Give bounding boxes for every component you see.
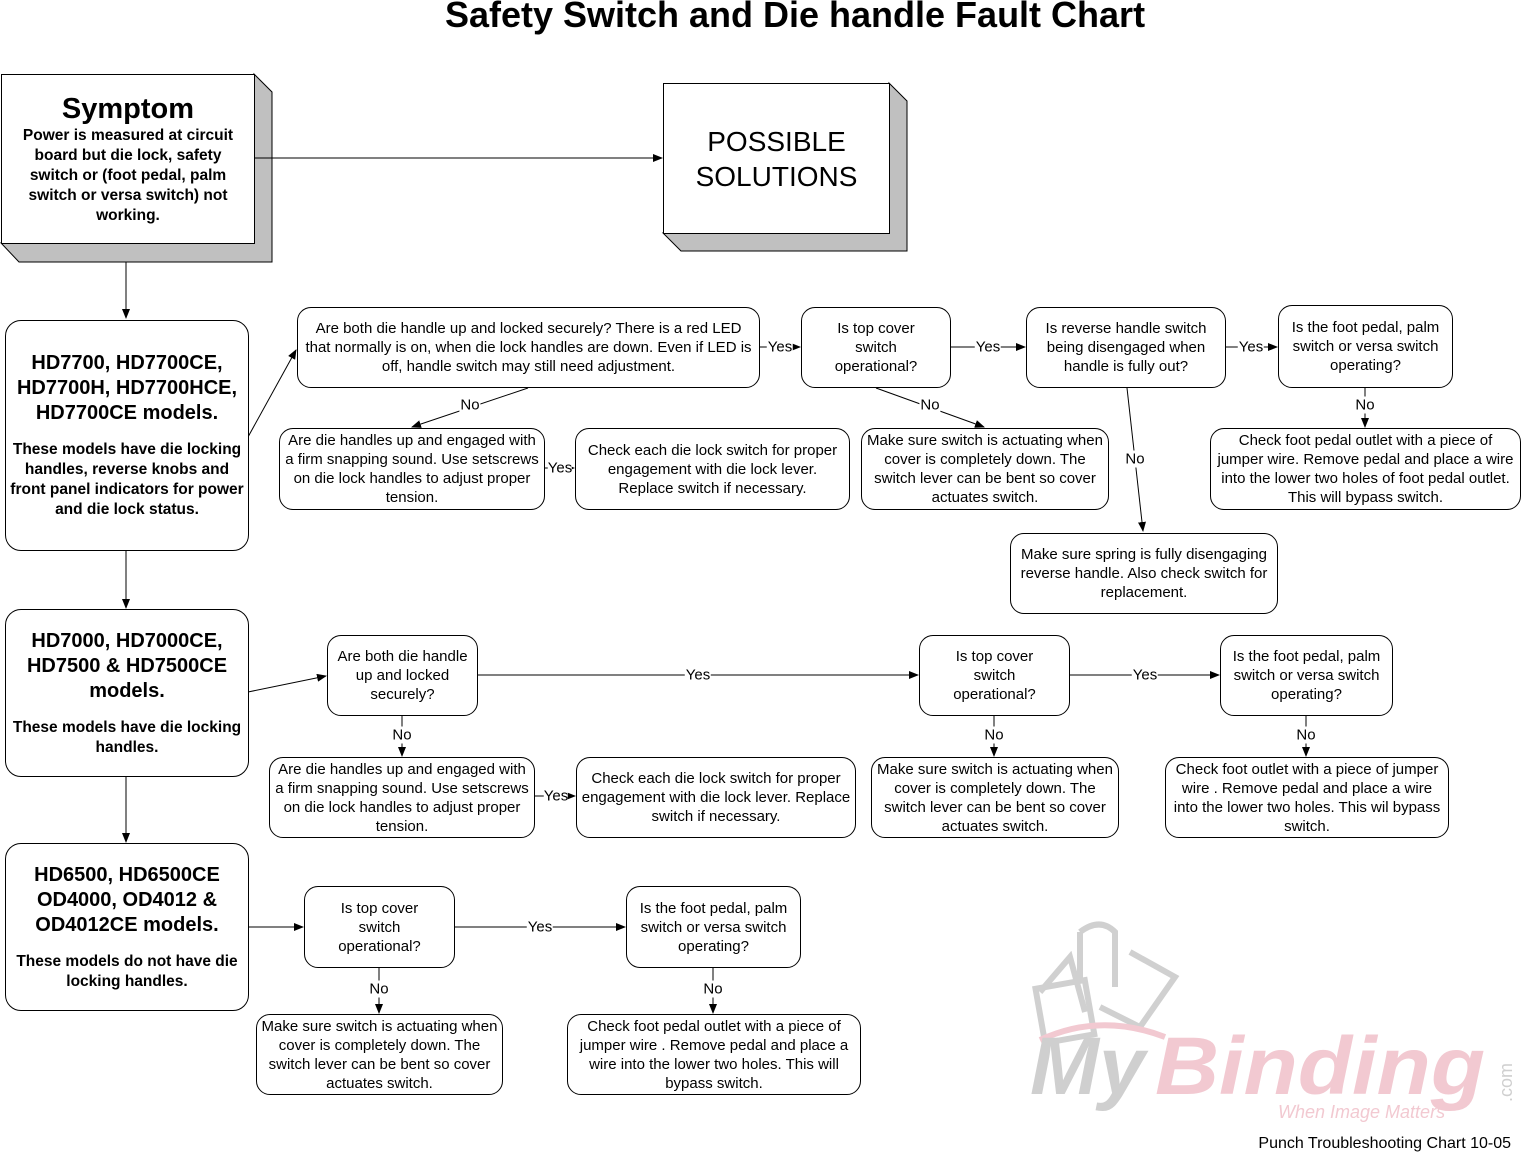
solution-cover-switch: Make sure switch is actuating when cover… (871, 757, 1119, 838)
possible-solutions-box: POSSIBLE SOLUTIONS (663, 83, 890, 234)
label-no: No (391, 726, 413, 744)
label-no: No (983, 726, 1005, 744)
svg-text:.com: .com (1496, 1063, 1516, 1102)
svg-text:My: My (1030, 1021, 1149, 1112)
label-yes: Yes (1131, 666, 1159, 684)
solution-cover-switch: Make sure switch is actuating when cover… (256, 1014, 503, 1095)
label-yes: Yes (543, 787, 569, 805)
model-group-hd6500: HD6500, HD6500CE OD4000, OD4012 & OD4012… (5, 843, 249, 1011)
question-die-handle-led: Are both die handle up and locked secure… (297, 307, 760, 388)
question-top-cover: Is top cover switch operational? (919, 635, 1070, 716)
chart-title: Safety Switch and Die handle Fault Chart (444, 0, 1146, 35)
label-no: No (1124, 450, 1146, 468)
solution-foot-pedal-jumper: Check foot pedal outlet with a piece of … (1210, 428, 1521, 510)
model-title: HD7700, HD7700CE, HD7700H, HD7700HCE, HD… (16, 352, 238, 424)
label-yes: Yes (684, 666, 712, 684)
symptom-text: Power is measured at circuit board but d… (22, 127, 234, 224)
label-yes: Yes (547, 459, 573, 477)
question-top-cover: Is top cover switch operational? (801, 307, 951, 388)
question-top-cover: Is top cover switch operational? (304, 886, 455, 968)
model-group-hd7700: HD7700, HD7700CE, HD7700H, HD7700HCE, HD… (5, 320, 249, 551)
model-description: These models have die locking handles, r… (10, 441, 244, 518)
label-no: No (1295, 726, 1317, 744)
solution-die-handles-engaged: Are die handles up and engaged with a fi… (279, 428, 545, 510)
arrow-model1-to-q (247, 349, 297, 438)
model-title: HD6500, HD6500CE OD4000, OD4012 & OD4012… (34, 863, 220, 936)
svg-text:When Image Matters: When Image Matters (1278, 1102, 1445, 1122)
solution-reverse-spring: Make sure spring is fully disengaging re… (1010, 533, 1278, 614)
symptom-heading: Symptom (61, 93, 195, 125)
label-yes: Yes (766, 338, 794, 356)
symptom-box: Symptom Power is measured at circuit boa… (1, 74, 255, 244)
question-reverse-handle: Is reverse handle switch being disengage… (1026, 307, 1226, 388)
label-yes: Yes (974, 338, 1002, 356)
svg-text:Binding: Binding (1155, 1021, 1485, 1112)
model-description: These models do not have die locking han… (16, 952, 238, 990)
label-no: No (919, 396, 941, 414)
question-foot-pedal: Is the foot pedal, palm switch or versa … (1278, 305, 1453, 388)
solution-foot-pedal-jumper: Check foot pedal outlet with a piece of … (567, 1014, 861, 1095)
model-group-hd7000: HD7000, HD7000CE, HD7500 & HD7500CE mode… (5, 609, 249, 777)
solution-check-die-lock-switch: Check each die lock switch for proper en… (575, 428, 850, 510)
question-foot-pedal: Is the foot pedal, palm switch or versa … (626, 886, 801, 968)
mybinding-watermark-logo: My Binding .com When Image Matters (1030, 921, 1516, 1122)
label-no: No (368, 980, 390, 998)
model-description: These models have die locking handles. (12, 718, 242, 756)
solution-check-die-lock-switch: Check each die lock switch for proper en… (576, 757, 856, 838)
question-die-handle: Are both die handle up and locked secure… (327, 635, 478, 716)
label-no: No (1354, 396, 1376, 414)
footer-chart-id: Punch Troubleshooting Chart 10-05 (1258, 1135, 1511, 1153)
solution-cover-switch: Make sure switch is actuating when cover… (861, 428, 1109, 510)
arrow-model2-to-q (247, 673, 327, 693)
question-foot-pedal: Is the foot pedal, palm switch or versa … (1220, 635, 1393, 716)
label-yes: Yes (1237, 338, 1265, 356)
label-no: No (702, 980, 724, 998)
solution-foot-pedal-jumper: Check foot outlet with a piece of jumper… (1165, 757, 1449, 838)
label-yes: Yes (526, 918, 554, 936)
solution-die-handles-engaged: Are die handles up and engaged with a fi… (269, 757, 535, 838)
model-title: HD7000, HD7000CE, HD7500 & HD7500CE mode… (26, 629, 228, 702)
label-no: No (459, 396, 481, 414)
possible-solutions-heading: POSSIBLE SOLUTIONS (695, 125, 858, 192)
